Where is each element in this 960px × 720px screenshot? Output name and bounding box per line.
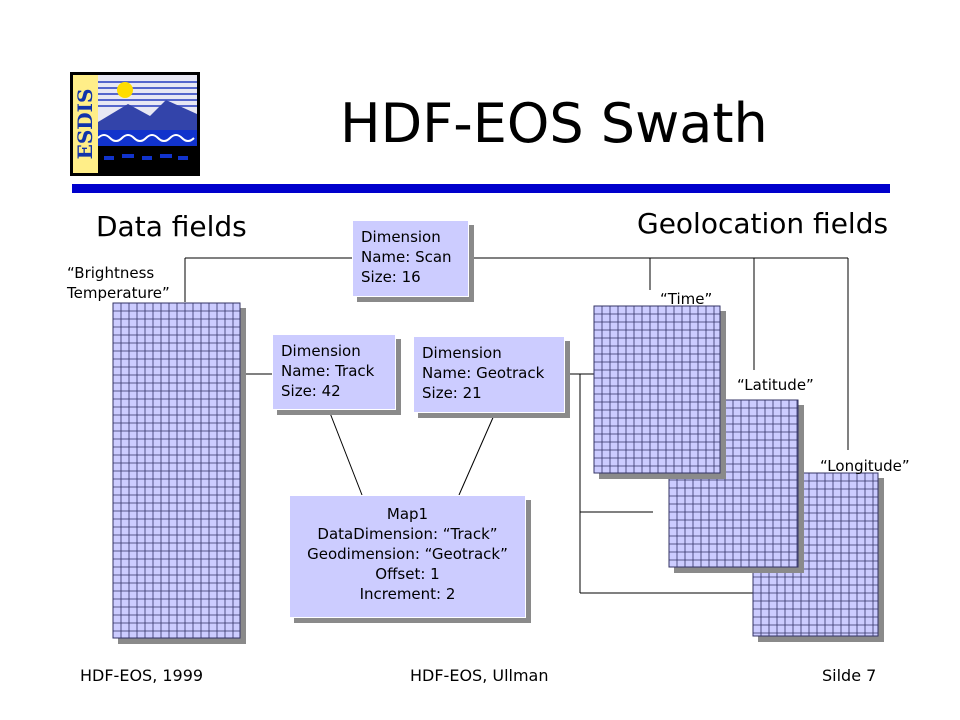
box-line: Dimension xyxy=(361,228,441,246)
box-line: Dimension xyxy=(281,342,361,360)
slide-title: HDF-EOS Swath xyxy=(340,92,768,155)
logo-text: ESDIS xyxy=(73,89,97,160)
grid-lines xyxy=(669,400,798,567)
data-fields-heading: Data fields xyxy=(96,210,247,243)
map-line: DataDimension: “Track” xyxy=(317,525,498,543)
map-line: Increment: 2 xyxy=(359,585,456,603)
geolocation-fields-heading: Geolocation fields xyxy=(637,207,889,240)
footer-left: HDF-EOS, 1999 xyxy=(80,666,204,685)
map-box: Map1 DataDimension: “Track” Geodimension… xyxy=(289,495,526,618)
longitude-label: “Longitude” xyxy=(820,457,910,475)
footer-center: HDF-EOS, Ullman xyxy=(410,666,549,685)
time-grid xyxy=(593,305,726,479)
map-line: Map1 xyxy=(386,505,429,523)
footer-right: Silde 7 xyxy=(822,666,877,685)
time-label: “Time” xyxy=(660,290,713,308)
esdis-logo-graphic: ESDIS xyxy=(70,72,200,176)
grid-body xyxy=(593,305,721,474)
box-line: Size: 21 xyxy=(422,384,482,402)
grid-lines xyxy=(594,306,720,473)
grid-body xyxy=(112,302,241,639)
esdis-logo: ESDIS xyxy=(70,72,200,176)
box-line: Size: 16 xyxy=(361,268,421,286)
title-rule xyxy=(72,184,890,193)
grid-lines xyxy=(113,303,240,638)
map-line: Geodimension: “Geotrack” xyxy=(307,545,508,563)
dimension-box-geotrack: Dimension Name: Geotrack Size: 21 xyxy=(413,336,565,413)
dimension-box-scan: Dimension Name: Scan Size: 16 xyxy=(352,220,469,297)
box-line: Name: Geotrack xyxy=(422,364,545,382)
dimension-box-track: Dimension Name: Track Size: 42 xyxy=(272,334,396,410)
latitude-label: “Latitude” xyxy=(737,376,814,394)
brightness-temperature-label: “Brightness Temperature” xyxy=(67,264,170,302)
box-line: Name: Scan xyxy=(361,248,452,266)
box-line: Name: Track xyxy=(281,362,375,380)
brightness-temperature-grid xyxy=(112,302,246,644)
box-line: Dimension xyxy=(422,344,502,362)
box-line: Size: 42 xyxy=(281,382,341,400)
map-line: Offset: 1 xyxy=(375,565,440,583)
